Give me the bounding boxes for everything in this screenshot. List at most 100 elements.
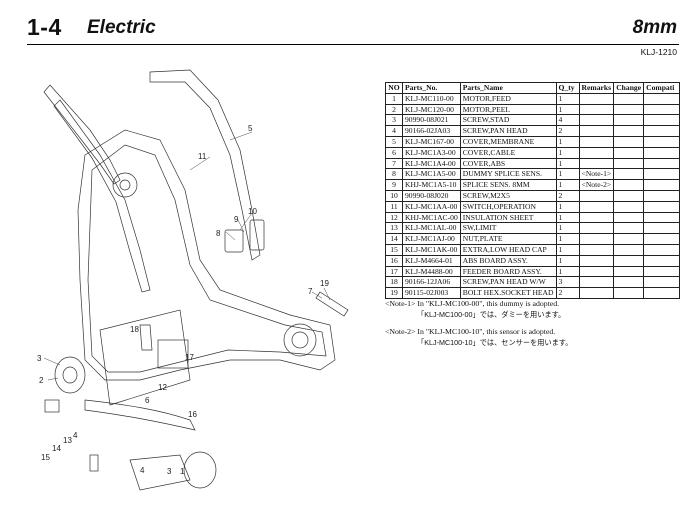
cell-change xyxy=(613,179,645,191)
cell-name: DUMMY SPLICE SENS. xyxy=(459,168,557,181)
cell-qty: 1 xyxy=(555,265,580,278)
cell-qty: 1 xyxy=(555,168,580,181)
cell-no: 5 xyxy=(385,135,403,148)
cell-change xyxy=(613,211,645,224)
col-parts-name: Parts_Name xyxy=(459,82,557,94)
cell-name: SWITCH,OPERATION xyxy=(459,200,557,213)
cell-part-no: KLJ-M4664-01 xyxy=(402,254,461,267)
cell-name: ABS BOARD ASSY. xyxy=(459,254,557,267)
cell-no: 4 xyxy=(385,125,403,137)
cell-remarks xyxy=(578,146,615,159)
cell-part-no: KHJ-MC1A5-10 xyxy=(402,179,461,191)
cell-part-no: 90990-08J021 xyxy=(402,114,461,127)
cell-no: 3 xyxy=(385,114,403,127)
cell-compat xyxy=(643,157,681,170)
cell-compat xyxy=(643,146,681,159)
cell-no: 15 xyxy=(385,243,403,256)
cell-name: SCREW,STAD xyxy=(459,114,557,127)
cell-change xyxy=(613,265,645,278)
parts-table-header: NO Parts_No. Parts_Name Q_ty Remarks Cha… xyxy=(385,82,681,94)
cell-name: BOLT HEX.SOCKET HEAD xyxy=(459,287,557,299)
cell-no: 18 xyxy=(385,276,403,289)
callout-15: 15 xyxy=(41,453,50,462)
cell-compat xyxy=(643,265,681,278)
cell-qty: 3 xyxy=(555,276,580,289)
callout-labels: 5 11 10 9 8 19 7 18 17 12 3 2 6 16 4 13 … xyxy=(37,124,329,476)
col-remarks: Remarks xyxy=(578,82,615,94)
cell-name: NUT,PLATE xyxy=(459,233,557,245)
cell-compat xyxy=(643,135,681,148)
note-2-japanese: 「KLJ-MC100-10」では、センサーを用います。 xyxy=(417,338,573,347)
cell-qty: 2 xyxy=(555,125,580,137)
cell-no: 7 xyxy=(385,157,403,170)
cell-change xyxy=(613,276,645,289)
feeder-size: 8mm xyxy=(632,17,677,38)
cell-compat xyxy=(643,179,681,191)
cell-change xyxy=(613,168,645,181)
cell-compat xyxy=(643,233,681,245)
header-rule xyxy=(27,44,679,45)
cell-remarks xyxy=(578,265,615,278)
cell-compat xyxy=(643,287,681,299)
cell-qty: 1 xyxy=(555,146,580,159)
cell-qty: 2 xyxy=(555,287,580,299)
cell-part-no: 90166-12JA06 xyxy=(402,276,461,289)
cell-part-no: KLJ-MC1AA-00 xyxy=(402,200,461,213)
cell-name: SW,LIMIT xyxy=(459,222,557,235)
cell-remarks xyxy=(578,211,615,224)
cell-qty: 1 xyxy=(555,243,580,256)
cell-remarks xyxy=(578,276,615,289)
section-title: Electric xyxy=(87,17,156,38)
cell-change xyxy=(613,287,645,299)
col-parts-no: Parts_No. xyxy=(402,82,461,94)
cell-compat xyxy=(643,254,681,267)
cell-remarks xyxy=(578,254,615,267)
cell-remarks xyxy=(578,200,615,213)
cell-compat xyxy=(643,200,681,213)
cell-qty: 2 xyxy=(555,189,580,202)
cell-name: SPLICE SENS. 8MM xyxy=(459,179,557,191)
cell-change xyxy=(613,243,645,256)
cell-no: 13 xyxy=(385,222,403,235)
callout-3: 3 xyxy=(37,354,42,363)
cell-name: SCREW,M2X5 xyxy=(459,189,557,202)
parts-table: NO Parts_No. Parts_Name Q_ty Remarks Cha… xyxy=(385,82,681,299)
cell-name: MOTOR,FEED xyxy=(459,92,557,105)
cell-no: 9 xyxy=(385,179,403,191)
callout-19: 19 xyxy=(320,279,329,288)
cell-name: COVER,CABLE xyxy=(459,146,557,159)
cell-change xyxy=(613,233,645,245)
cell-no: 8 xyxy=(385,168,403,181)
cell-part-no: KLJ-MC1AL-00 xyxy=(402,222,461,235)
callout-3b: 3 xyxy=(167,467,172,476)
cell-change xyxy=(613,92,645,105)
cell-remarks xyxy=(578,135,615,148)
cell-no: 17 xyxy=(385,265,403,278)
cell-qty: 1 xyxy=(555,92,580,105)
cell-change xyxy=(613,146,645,159)
cell-remarks: <Note-1> xyxy=(578,168,615,181)
cell-remarks xyxy=(578,125,615,137)
callout-6: 6 xyxy=(145,396,150,405)
cell-name: COVER,ABS xyxy=(459,157,557,170)
notes-section: <Note-1> In "KLJ-MC100-00", this dummy i… xyxy=(385,298,572,348)
callout-5: 5 xyxy=(248,124,253,133)
cell-compat xyxy=(643,211,681,224)
cell-part-no: KLJ-MC1AJ-00 xyxy=(402,233,461,245)
cell-part-no: KLJ-MC120-00 xyxy=(402,103,461,116)
note-1-japanese: 「KLJ-MC100-00」では、ダミーを用います。 xyxy=(417,310,566,319)
note-2-english: <Note-2> In "KLJ-MC100-10", this sensor … xyxy=(385,327,556,336)
cell-compat xyxy=(643,103,681,116)
callout-4: 4 xyxy=(73,431,78,440)
cell-name: SCREW,PAN HEAD W/W xyxy=(459,276,557,289)
